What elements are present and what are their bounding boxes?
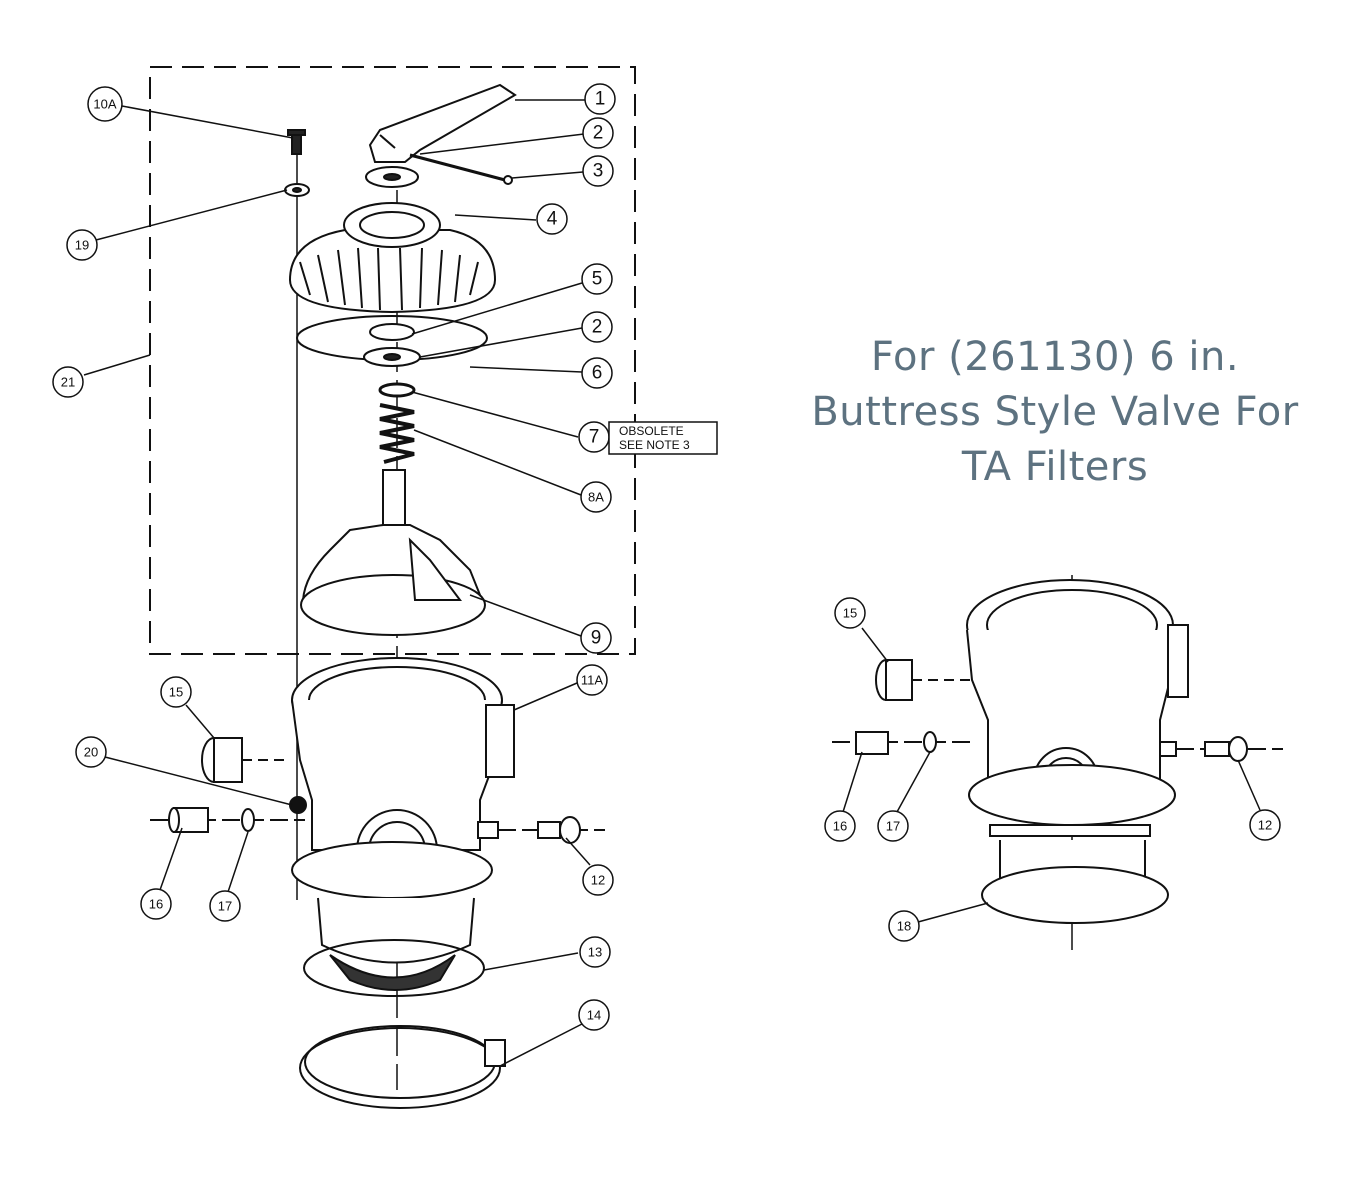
svg-text:4: 4 <box>547 209 558 230</box>
svg-text:16: 16 <box>149 897 163 912</box>
ring-7 <box>378 382 416 398</box>
svg-text:9: 9 <box>591 628 602 649</box>
svg-text:13: 13 <box>588 945 602 960</box>
svg-text:7: 7 <box>589 427 600 448</box>
svg-text:14: 14 <box>587 1008 601 1023</box>
callout: 11A <box>576 664 608 696</box>
callout: 1 <box>584 83 616 115</box>
svg-text:17: 17 <box>886 819 900 834</box>
svg-text:OBSOLETE: OBSOLETE <box>619 424 684 438</box>
callout: 10A <box>87 86 123 122</box>
svg-text:12: 12 <box>591 873 605 888</box>
clamp-14 <box>299 1025 506 1109</box>
svg-text:12: 12 <box>1258 818 1272 833</box>
callout: 12 <box>582 864 614 896</box>
o-ring-13 <box>303 939 485 997</box>
leader-lines-left <box>83 99 591 1067</box>
spring-8a <box>379 403 415 464</box>
svg-text:SEE NOTE 3: SEE NOTE 3 <box>619 438 690 452</box>
callout: 2 <box>581 311 613 343</box>
o-ring-17 <box>241 808 255 832</box>
title-line-2: Buttress Style Valve For <box>811 389 1299 435</box>
right-callouts: 15 16 17 12 18 <box>824 597 1281 942</box>
callout: 3 <box>582 155 614 187</box>
title-line-1: For (261130) 6 in. <box>870 334 1240 380</box>
screen-mesh <box>329 954 456 991</box>
plug-20 <box>289 796 307 814</box>
right-drain-12 <box>1159 736 1283 762</box>
leader-lines-right <box>842 627 1261 923</box>
gauge-15 <box>201 737 290 783</box>
left-callouts: 10A 1 2 3 19 4 5 2 6 21 7 8A 9 11A 15 20… <box>52 83 616 1031</box>
svg-text:11A: 11A <box>581 673 603 688</box>
svg-text:20: 20 <box>84 745 98 760</box>
callout: 17 <box>209 890 241 922</box>
svg-text:2: 2 <box>593 123 604 144</box>
svg-text:18: 18 <box>897 919 911 934</box>
callout: 6 <box>581 357 613 389</box>
cover-4 <box>288 202 497 314</box>
valve-body-11a <box>291 657 515 964</box>
svg-text:1: 1 <box>595 89 606 110</box>
callout: 19 <box>66 229 98 261</box>
svg-text:3: 3 <box>593 161 604 182</box>
callout: 7 <box>578 421 610 453</box>
svg-text:5: 5 <box>592 269 603 290</box>
svg-text:19: 19 <box>75 238 89 253</box>
screw-10a <box>287 129 306 155</box>
svg-text:21: 21 <box>61 375 75 390</box>
svg-text:2: 2 <box>592 317 603 338</box>
svg-text:10A: 10A <box>93 97 116 112</box>
svg-text:6: 6 <box>592 363 603 384</box>
svg-text:17: 17 <box>218 899 232 914</box>
callout: 21 <box>52 366 84 398</box>
svg-text:15: 15 <box>169 685 183 700</box>
assembly-21-boundary <box>149 66 636 655</box>
callout: 20 <box>75 736 107 768</box>
callout: 16 <box>140 888 172 920</box>
callout: 9 <box>580 622 612 654</box>
svg-text:15: 15 <box>843 606 857 621</box>
right-valve-body <box>966 579 1189 924</box>
callout: 8A <box>580 481 612 513</box>
callout: 4 <box>536 203 568 235</box>
callout: 15 <box>834 597 866 629</box>
callout: 18 <box>888 910 920 942</box>
valve-title: For (261130) 6 in. Buttress Style Valve … <box>800 330 1310 495</box>
callout: 5 <box>581 263 613 295</box>
handle-1 <box>368 83 517 163</box>
obsolete-note: OBSOLETE SEE NOTE 3 <box>608 421 718 455</box>
callout: 16 <box>824 810 856 842</box>
right-o-ring-17 <box>923 731 937 753</box>
callout: 15 <box>160 676 192 708</box>
title-line-3: TA Filters <box>961 444 1149 490</box>
callout: 17 <box>877 810 909 842</box>
pin-3 <box>409 153 506 182</box>
svg-text:8A: 8A <box>588 490 604 505</box>
diverter-9 <box>300 469 486 636</box>
right-gauge-15 <box>875 659 970 701</box>
right-cap-16 <box>832 731 975 755</box>
svg-text:16: 16 <box>833 819 847 834</box>
cap-16 <box>150 807 305 833</box>
callout: 14 <box>578 999 610 1031</box>
callout: 12 <box>1249 809 1281 841</box>
callout: 13 <box>579 936 611 968</box>
callout: 2 <box>582 117 614 149</box>
drain-12 <box>477 816 605 844</box>
